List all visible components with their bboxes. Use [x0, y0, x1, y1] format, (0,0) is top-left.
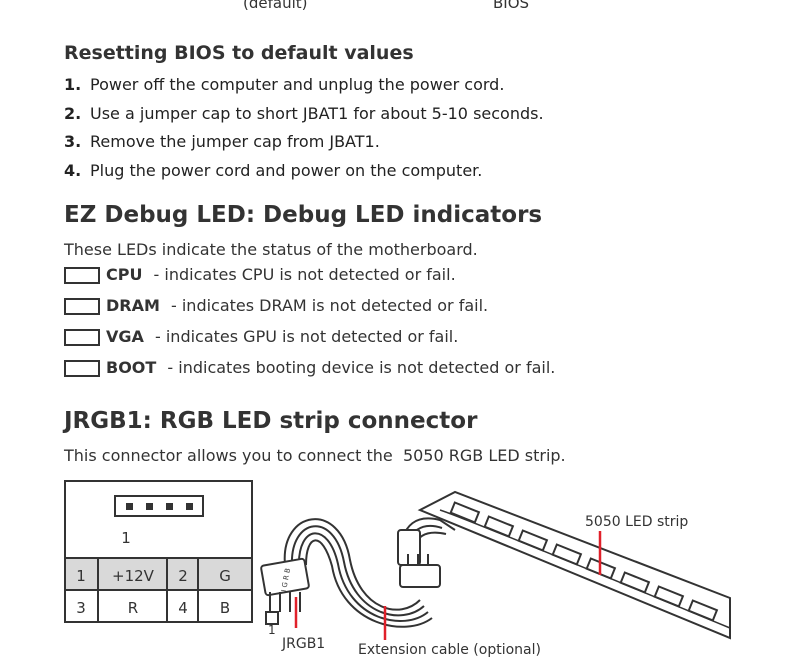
jrgb-heading: JRGB1: RGB LED strip connector [64, 408, 478, 434]
led-desc: - indicates booting device is not detect… [162, 358, 556, 377]
step-number: 2. [64, 103, 82, 123]
led-row-dram: DRAM - indicates DRAM is not detected or… [64, 296, 555, 327]
table-cell: R [128, 599, 138, 617]
led-rect-icon [64, 360, 100, 377]
cable-plug-icon: I G R B 1 [260, 529, 441, 637]
step-text: Use a jumper cap to short JBAT1 for abou… [90, 103, 544, 123]
reset-steps-list: 1. Power off the computer and unplug the … [64, 73, 544, 187]
top-fragment-left: (default) [243, 0, 308, 12]
step-text: Power off the computer and unplug the po… [90, 75, 505, 94]
led-desc: - indicates GPU is not detected or fail. [149, 327, 459, 346]
table-cell: B [220, 599, 230, 617]
table-cell: 4 [178, 599, 188, 617]
list-item: 3. Remove the jumper cap from JBAT1. [64, 130, 544, 159]
step-text: Plug the power cord and power on the com… [90, 160, 483, 180]
led-row-cpu: CPU - indicates CPU is not detected or f… [64, 265, 555, 296]
led-desc: - indicates CPU is not detected or fail. [148, 265, 456, 284]
table-cell: 1 [76, 567, 86, 585]
pin-one-label: 1 [121, 529, 131, 547]
led-row-vga: VGA - indicates GPU is not detected or f… [64, 327, 555, 358]
led-desc: - indicates DRAM is not detected or fail… [165, 296, 489, 315]
callout-lines [294, 531, 602, 640]
led-name: VGA [106, 327, 144, 346]
step-text: Remove the jumper cap from JBAT1. [90, 132, 380, 151]
step-number: 4. [64, 160, 82, 180]
led-strip-label: 5050 LED strip [585, 514, 688, 530]
table-cell: G [219, 567, 231, 585]
led-name: BOOT [106, 358, 157, 377]
list-item: 2. Use a jumper cap to short JBAT1 for ab… [64, 102, 544, 131]
table-cell: 3 [76, 599, 86, 617]
led-indicator-list: CPU - indicates CPU is not detected or f… [64, 265, 555, 389]
header-connector-icon [114, 495, 204, 517]
table-cell: +12V [112, 567, 155, 585]
jrgb-diagram: 1 1 +12V 2 G 3 R 4 B [64, 480, 731, 658]
plug-pin-one: 1 [268, 623, 276, 637]
led-name: CPU [106, 265, 143, 284]
reset-bios-heading: Resetting BIOS to default values [64, 42, 414, 64]
extension-cable-label: Extension cable (optional) [358, 642, 541, 658]
ez-debug-intro: These LEDs indicate the status of the mo… [64, 240, 478, 259]
list-item: 1. Power off the computer and unplug the … [64, 73, 544, 102]
led-name: DRAM [106, 296, 160, 315]
top-fragment-right: BIOS [493, 0, 530, 12]
pinout-panel: 1 1 +12V 2 G 3 R 4 B [64, 480, 253, 623]
led-strip-illustration [417, 490, 731, 640]
led-row-boot: BOOT - indicates booting device is not d… [64, 358, 555, 389]
jrgb1-label: JRGB1 [281, 636, 325, 652]
list-item: 4. Plug the power cord and power on the c… [64, 159, 544, 188]
table-cell: 2 [178, 567, 188, 585]
led-rect-icon [64, 267, 100, 284]
led-rect-icon [64, 329, 100, 346]
jrgb-intro: This connector allows you to connect the… [64, 446, 566, 465]
step-number: 1. [64, 75, 82, 94]
step-number: 3. [64, 132, 82, 151]
led-rect-icon [64, 298, 100, 315]
ez-debug-heading: EZ Debug LED: Debug LED indicators [64, 202, 543, 228]
